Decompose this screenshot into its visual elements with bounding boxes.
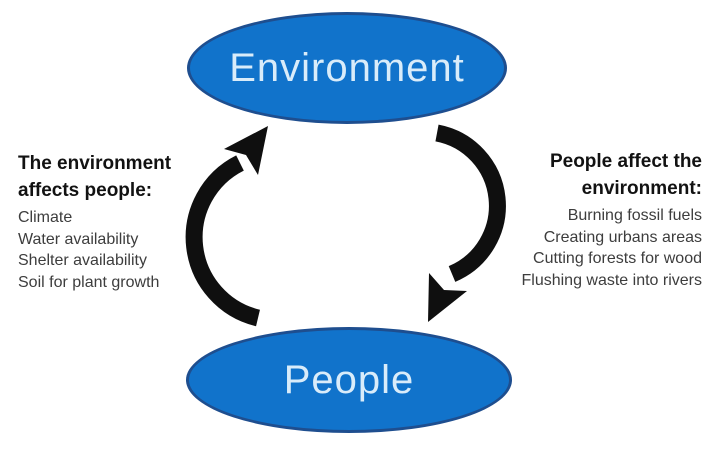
node-people-label: People (283, 357, 415, 402)
right-panel-heading: People affect the environment: (549, 151, 702, 199)
node-environment: Environment (187, 12, 507, 124)
right-panel-item: Cutting forests for wood (533, 250, 702, 267)
left-panel-item: Climate (18, 209, 73, 226)
arrow-environment-to-people-head-icon (428, 273, 467, 322)
arrow-environment-to-people (435, 124, 506, 282)
right-panel-item: Flushing waste into rivers (521, 271, 702, 289)
left-panel-heading: The environment affects people: (18, 153, 172, 201)
left-panel-item: Shelter availability (18, 252, 147, 269)
node-people: People (186, 327, 512, 433)
arrow-people-to-environment-head-icon (224, 126, 268, 175)
right-panel-item: Burning fossil fuels (567, 207, 702, 224)
right-panel-item: Creating urbans areas (543, 228, 702, 246)
people-affect-environment-panel: People affect the environment: Burning f… (502, 148, 702, 291)
left-panel-item: Water availability (18, 230, 139, 248)
arrow-people-to-environment (185, 155, 261, 327)
node-environment-label: Environment (229, 45, 465, 90)
left-panel-item: Soil for plant growth (18, 273, 160, 291)
environment-affects-people-panel: The environment affects people: Climate … (18, 150, 203, 293)
